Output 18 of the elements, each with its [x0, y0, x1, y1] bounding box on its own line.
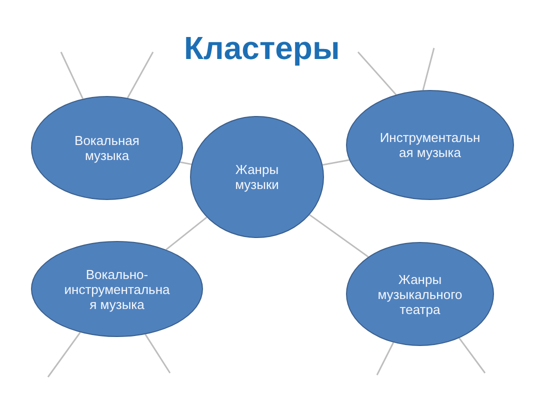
connector-line: [60, 52, 84, 100]
connector-line: [357, 52, 397, 96]
connector-line: [376, 342, 394, 376]
node-label: Вокальная музыка: [74, 133, 140, 163]
connector-line: [180, 161, 192, 166]
node-label: Жанры музыки: [234, 162, 280, 192]
connector-line: [144, 334, 171, 374]
connector-line: [309, 214, 369, 258]
connector-line: [422, 48, 435, 90]
node-label: Жанры музыкального театра: [376, 272, 464, 316]
connector-line: [322, 159, 350, 166]
node-label: Инструментальная музыка: [379, 130, 481, 160]
title: Кластеры: [184, 30, 340, 66]
connector-line: [126, 52, 154, 98]
connector-line: [47, 332, 81, 378]
connector-line: [166, 216, 208, 250]
node-label: Вокально-инструментальная музыка: [63, 266, 171, 312]
connector-line: [458, 338, 486, 374]
